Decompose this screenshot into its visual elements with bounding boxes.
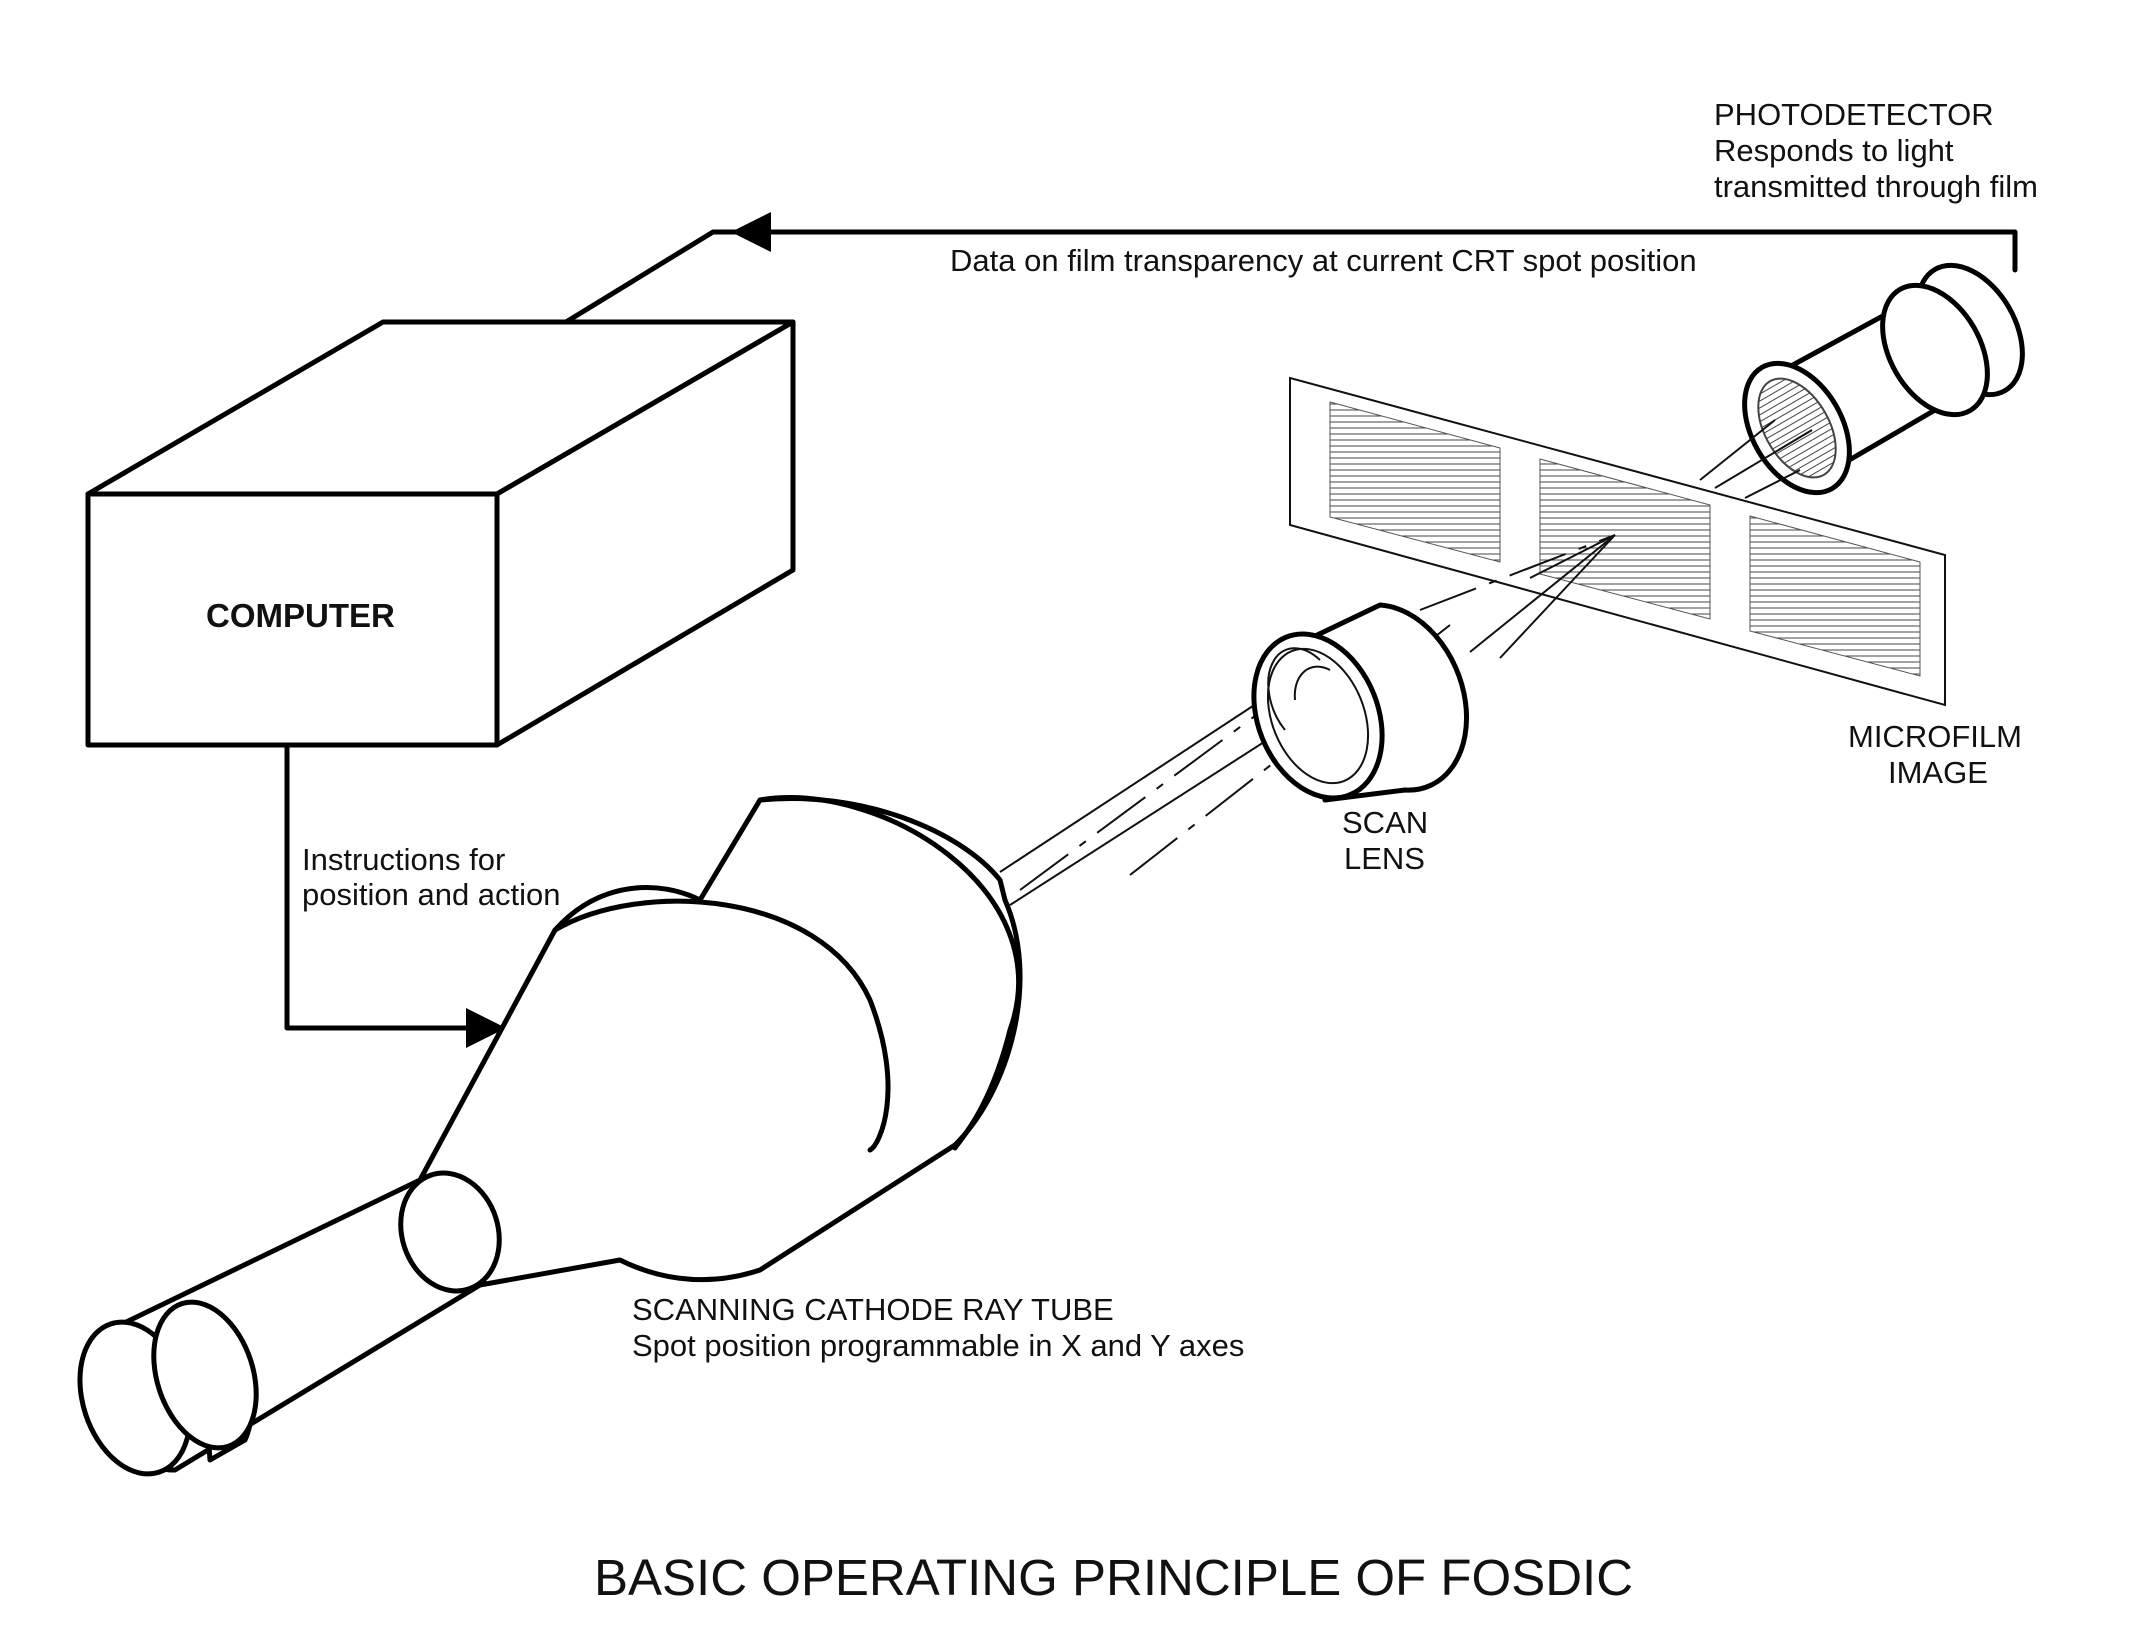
data-flow-arrow [731, 212, 2018, 273]
data-to-computer-line [563, 229, 738, 325]
cathode-ray-tube-icon [77, 795, 1023, 1477]
crt-desc: Spot position programmable in X and Y ax… [632, 1328, 1244, 1363]
film-frame-2 [1539, 458, 1711, 620]
instructions-arrow [284, 742, 506, 1048]
scan-lens-icon [1251, 602, 1470, 803]
photodetector-desc-2: transmitted through film [1714, 169, 2038, 204]
instructions-label-2: position and action [302, 877, 561, 912]
microfilm-label-1: MICROFILM [1848, 719, 2022, 754]
microfilm-strip [1289, 376, 1946, 707]
photodetector-icon [1699, 262, 2025, 499]
microfilm-label-2: IMAGE [1888, 755, 1988, 790]
computer-label: COMPUTER [206, 597, 395, 634]
photodetector-title: PHOTODETECTOR [1714, 97, 1994, 132]
instructions-label-1: Instructions for [302, 842, 505, 877]
data-flow-label: Data on film transparency at current CRT… [950, 243, 1697, 278]
film-frame-3 [1749, 515, 1921, 677]
scan-lens-label-2: LENS [1344, 841, 1425, 876]
computer-icon [85, 319, 796, 748]
scan-lens-label-1: SCAN [1342, 805, 1428, 840]
diagram-title: BASIC OPERATING PRINCIPLE OF FOSDIC [594, 1549, 1633, 1606]
crt-title: SCANNING CATHODE RAY TUBE [632, 1292, 1114, 1327]
photodetector-desc-1: Responds to light [1714, 133, 1954, 168]
film-frame-1 [1329, 401, 1501, 563]
